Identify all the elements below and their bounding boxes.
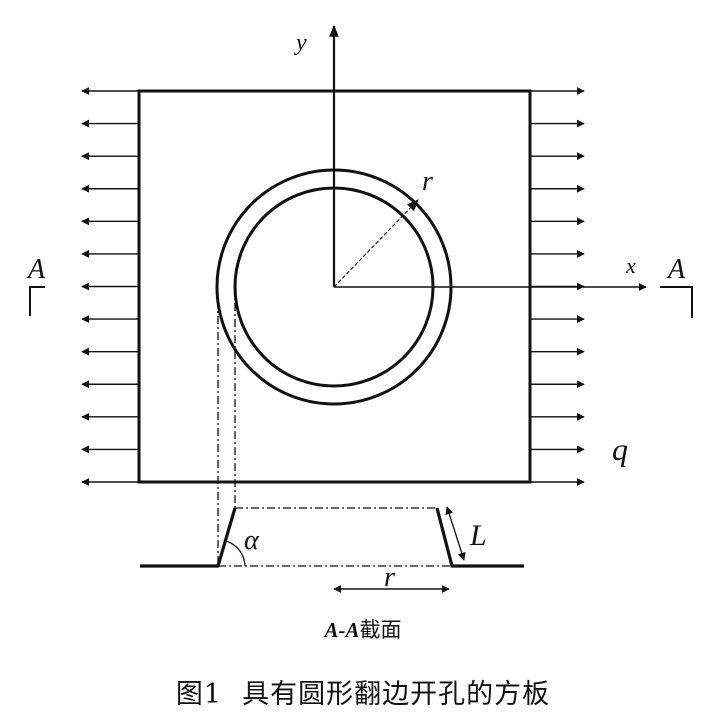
figure-title: 具有圆形翻边开孔的方板: [242, 679, 551, 710]
section-label-left: A: [26, 254, 46, 285]
left-load-arrows: [81, 87, 139, 486]
section-caption: A-A截面: [0, 614, 726, 644]
section-label-right: A: [666, 254, 686, 285]
angle-arc: [225, 540, 246, 567]
section-radius-label: r: [384, 562, 395, 593]
figure-number: 图1: [175, 679, 223, 710]
section-caption-suffix: 截面: [359, 618, 402, 642]
section-marker-left: [29, 286, 45, 316]
radius-arrow: [333, 199, 419, 288]
radius-label: r: [422, 166, 433, 197]
figure-caption: 图1 具有圆形翻边开孔的方板: [0, 672, 726, 711]
x-axis-label: x: [625, 253, 636, 278]
section-profile-left: [140, 507, 237, 568]
section-marker-right: [660, 286, 693, 318]
load-label: q: [612, 431, 628, 467]
angle-label: α: [244, 525, 260, 556]
y-axis-label: y: [294, 30, 307, 56]
flange-length-label: L: [469, 519, 487, 552]
section-profile-right: [435, 507, 524, 568]
flange-length-arrow: [445, 506, 466, 561]
section-caption-prefix: A-A: [324, 618, 360, 642]
